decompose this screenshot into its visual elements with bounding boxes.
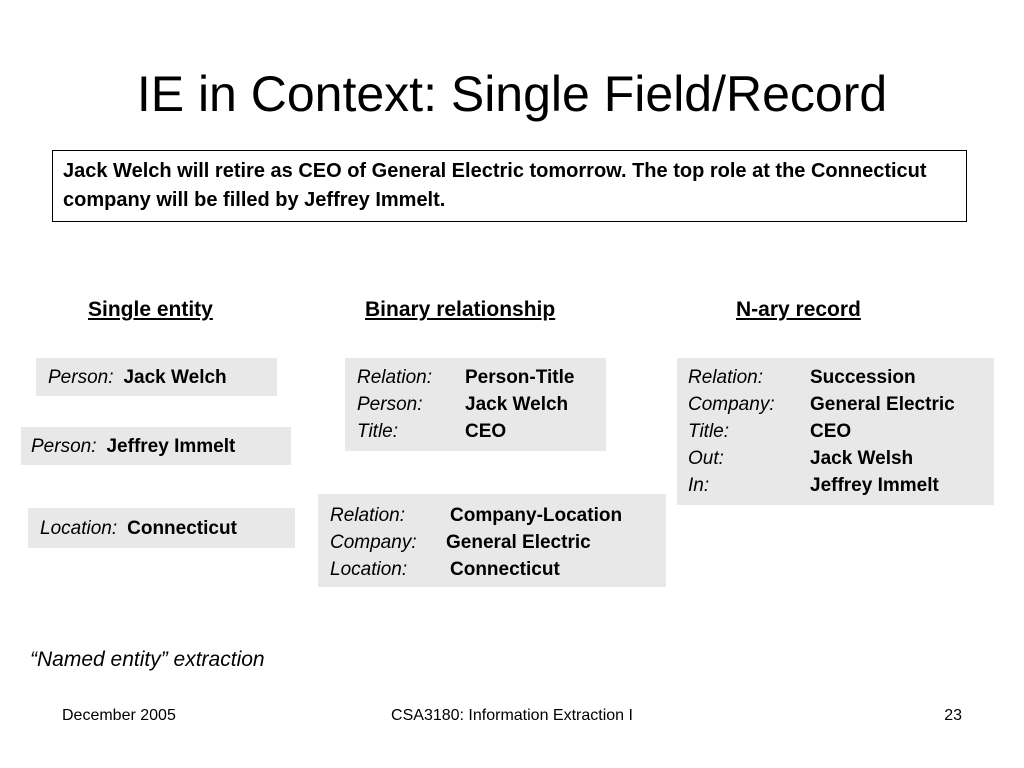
record-value: Person-Title: [465, 367, 575, 388]
example-sentence: Jack Welch will retire as CEO of General…: [52, 150, 967, 222]
record-label: Company:: [688, 394, 775, 415]
record-label: Relation:: [357, 367, 432, 388]
record-value: Jeffrey Immelt: [810, 475, 939, 496]
footer-course: CSA3180: Information Extraction I: [391, 707, 633, 724]
entity-box-location: Location: Connecticut: [28, 508, 295, 548]
heading-single-entity: Single entity: [88, 298, 213, 321]
entity-value: Jack Welch: [123, 367, 227, 388]
binary-box-company-location: Relation: Company-Location Company: Gene…: [318, 494, 666, 587]
record-value: General Electric: [810, 394, 955, 415]
binary-box-person-title: Relation: Person-Title Person: Jack Welc…: [345, 358, 606, 451]
entity-label: Person:: [48, 367, 114, 388]
record-row: Out: Jack Welsh: [688, 445, 983, 472]
record-row: Title: CEO: [357, 418, 594, 445]
record-label: In:: [688, 475, 710, 496]
record-label: Title:: [688, 421, 730, 442]
record-value: Company-Location: [450, 505, 623, 526]
record-row: Title: CEO: [688, 418, 983, 445]
record-row: Company: General Electric: [688, 391, 983, 418]
record-label: Title:: [357, 421, 399, 442]
record-row: Relation: Person-Title: [357, 364, 594, 391]
record-label: Company:: [330, 532, 417, 553]
record-row: Relation: Company-Location: [330, 502, 654, 529]
entity-box-person-2: Person: Jeffrey Immelt: [21, 427, 291, 465]
record-row: Company: General Electric: [330, 529, 654, 556]
record-label: Location:: [330, 559, 408, 580]
record-value: CEO: [465, 421, 507, 442]
entity-label: Location:: [40, 518, 118, 539]
footer-page-number: 23: [944, 707, 962, 724]
record-row: Location: Connecticut: [330, 556, 654, 583]
entity-box-person-1: Person: Jack Welch: [36, 358, 277, 396]
record-value: Connecticut: [450, 559, 560, 580]
record-value: Jack Welsh: [810, 448, 914, 469]
record-row: In: Jeffrey Immelt: [688, 472, 983, 499]
record-value: Succession: [810, 367, 916, 388]
footer-date: December 2005: [62, 707, 176, 724]
entity-value: Jeffrey Immelt: [106, 436, 236, 457]
entity-label: Person:: [31, 436, 97, 457]
record-value: CEO: [810, 421, 852, 442]
record-value: General Electric: [446, 532, 591, 553]
nary-record-box: Relation: Succession Company: General El…: [677, 358, 994, 505]
record-row: Relation: Succession: [688, 364, 983, 391]
record-value: Jack Welch: [465, 394, 569, 415]
record-label: Relation:: [688, 367, 763, 388]
heading-nary-record: N-ary record: [736, 298, 861, 321]
record-label: Out:: [688, 448, 724, 469]
record-label: Relation:: [330, 505, 405, 526]
record-row: Person: Jack Welch: [357, 391, 594, 418]
heading-binary-relationship: Binary relationship: [365, 298, 556, 321]
named-entity-note: “Named entity” extraction: [30, 648, 265, 671]
slide-title: IE in Context: Single Field/Record: [136, 66, 888, 122]
record-label: Person:: [357, 394, 423, 415]
entity-value: Connecticut: [127, 518, 237, 539]
